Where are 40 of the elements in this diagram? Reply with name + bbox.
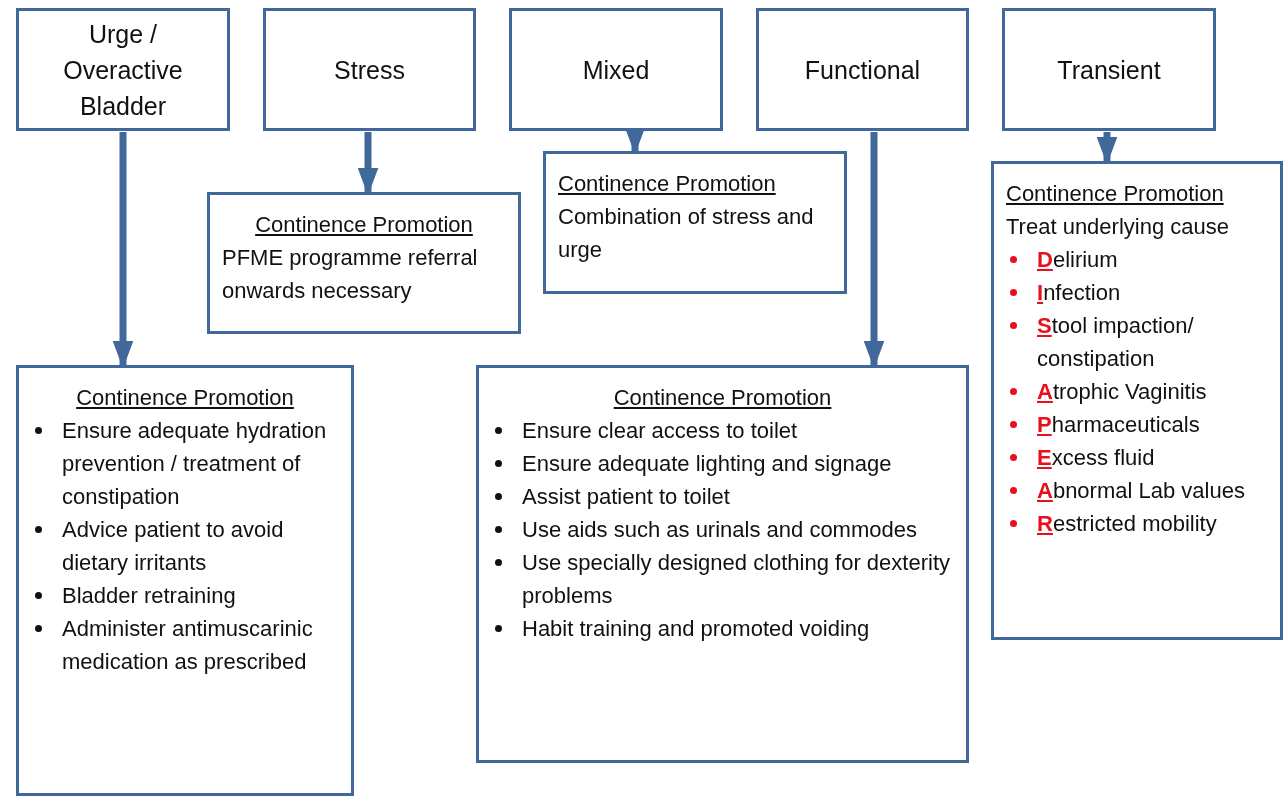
category-box — [756, 8, 969, 131]
category-box — [16, 8, 230, 131]
bullet-item: Assist patient to toilet — [522, 483, 730, 511]
category-label: Functional — [804, 54, 921, 86]
box-heading: Continence Promotion — [558, 170, 776, 198]
bullet-item: Pharmaceuticals — [1037, 411, 1200, 439]
body-text: Combination of stress and urge — [558, 203, 815, 264]
bullet-item: Bladder retraining — [62, 582, 236, 610]
category-label: Transient — [1057, 54, 1161, 86]
bullet-item: Advice patient to avoid dietary irritants — [62, 516, 285, 577]
promotion-box — [207, 192, 521, 334]
body-text: PFME programme referral onwards necessary — [222, 244, 479, 305]
bullet-item: Infection — [1037, 279, 1121, 307]
bullet-item: Restricted mobility — [1037, 510, 1217, 538]
bullet-item: Administer antimuscarinic medication as prescribed — [62, 615, 314, 676]
category-label: Stress — [334, 54, 405, 86]
body-text: Treat underlying cause — [1006, 213, 1230, 241]
category-box — [263, 8, 476, 131]
promotion-box — [543, 151, 847, 294]
bullet-item: Atrophic Vaginitis — [1037, 378, 1207, 406]
category-label: Mixed — [582, 54, 650, 86]
promotion-box — [991, 161, 1283, 640]
category-box — [509, 8, 723, 131]
category-label: Urge / Overactive Bladder — [62, 18, 184, 122]
bullet-item: Abnormal Lab values — [1037, 477, 1245, 505]
box-heading: Continence Promotion — [1006, 180, 1224, 208]
promotion-box — [476, 365, 969, 763]
bullet-item: Ensure adequate lighting and signage — [522, 450, 892, 478]
bullet-item: Habit training and promoted voiding — [522, 615, 870, 643]
promotion-box — [16, 365, 354, 796]
bullet-item: Use aids such as urinals and commodes — [522, 516, 917, 544]
bullet-item: Ensure adequate hydration prevention / treatment of constipation — [62, 417, 328, 511]
bullet-item: Use specially designed clothing for dexterity problems — [522, 549, 951, 610]
bullet-item: Ensure clear access to toilet — [522, 417, 798, 445]
bullet-item: Excess fluid — [1037, 444, 1155, 472]
bullet-item: Delirium — [1037, 246, 1118, 274]
category-box — [1002, 8, 1216, 131]
box-heading: Continence Promotion — [613, 384, 832, 412]
box-heading: Continence Promotion — [255, 211, 473, 239]
box-heading: Continence Promotion — [76, 384, 294, 412]
